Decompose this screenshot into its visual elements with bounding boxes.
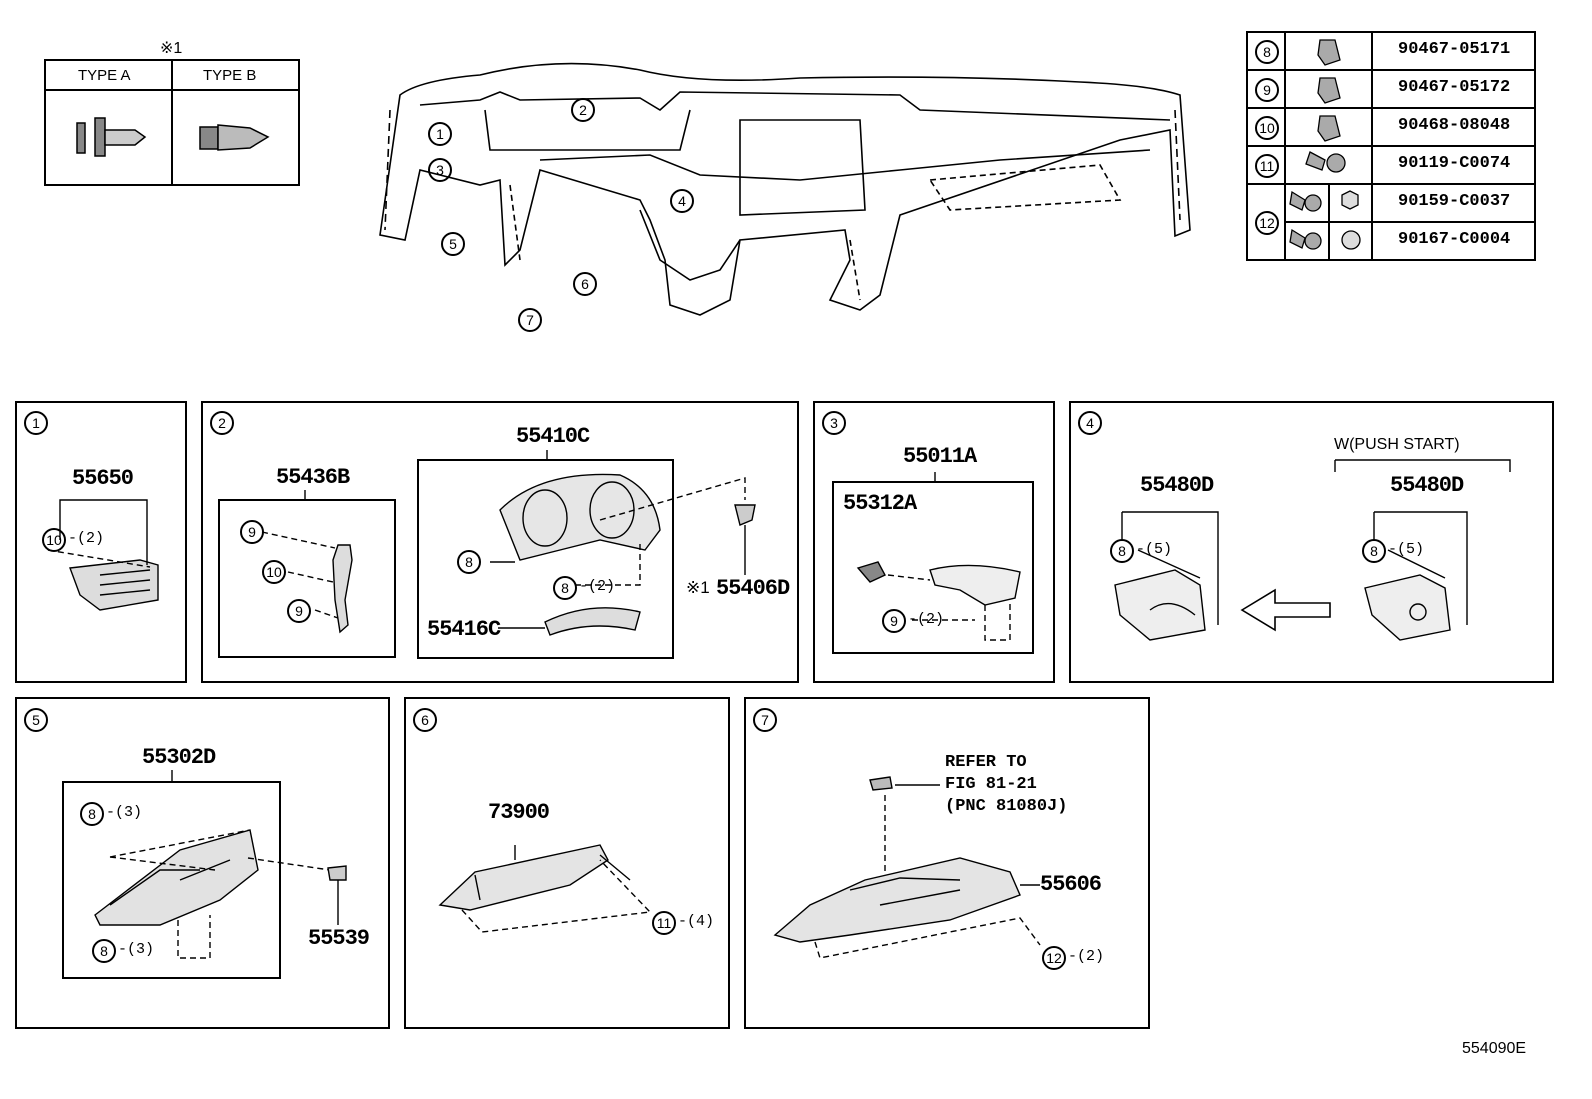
callout-8a: 8 [80,802,104,826]
part-55410C: 55410C [516,424,590,449]
dashboard-overview [379,62,1191,316]
fastener-ref-12: 12 [1255,211,1279,235]
refer-line-1: REFER TO [945,753,1027,772]
panel-3-number: 3 [822,411,846,435]
qty-12: -(2) [1068,948,1105,965]
overview-ref-4: 4 [670,189,694,213]
callout-9b: 9 [287,599,311,623]
fastener-part-4: 90119-C0074 [1398,154,1511,173]
overview-ref-5: 5 [441,232,465,256]
panel-5-number: 5 [24,708,48,732]
callout-9: 9 [882,609,906,633]
fastener-part-3: 90468-08048 [1398,116,1511,135]
fastener-ref-11: 11 [1255,154,1279,178]
callout-12: 12 [1042,946,1066,970]
fastener-part-2: 90467-05172 [1398,78,1511,97]
qty-10: -(2) [68,530,105,547]
part-55606: 55606 [1040,872,1102,897]
fastener-ref-9: 9 [1255,78,1279,102]
qty-8a: -(5) [1136,541,1173,558]
callout-10: 10 [262,560,286,584]
part-55480D-right: 55480D [1390,473,1464,498]
part-55011A: 55011A [903,444,977,469]
refer-line-3: (PNC 81080J) [945,797,1068,816]
fastener-ref-8: 8 [1255,40,1279,64]
qty-8b: -(3) [118,941,155,958]
overview-ref-7: 7 [518,308,542,332]
push-start-note: W(PUSH START) [1334,436,1460,453]
part-55416C: 55416C [427,617,501,642]
diagram-code: 554090E [1462,1040,1527,1057]
fastener-icons [1289,39,1361,250]
fastener-ref-10: 10 [1255,116,1279,140]
overview-ref-1: 1 [428,122,452,146]
part-55302D: 55302D [142,745,216,770]
callout-8b: 8 [553,576,577,600]
clip-type-marker: ※1 [160,40,183,57]
panel-2-number: 2 [210,411,234,435]
qty-9: -(2) [908,611,945,628]
panel-1-number: 1 [24,411,48,435]
fastener-part-6: 90167-C0004 [1398,230,1511,249]
overview-ref-2: 2 [571,98,595,122]
overview-ref-6: 6 [573,272,597,296]
panel-2-frame [201,401,799,683]
panel-4-frame [1069,401,1554,683]
clip-mark: ※1 [686,578,710,597]
type-b-header: TYPE B [203,67,257,84]
panel-6-number: 6 [413,708,437,732]
callout-8a: 8 [1110,539,1134,563]
callout-10: 10 [42,528,66,552]
qty-8a: -(3) [106,804,143,821]
callout-8b: 8 [1362,539,1386,563]
refer-line-2: FIG 81-21 [945,775,1037,794]
panel-5-frame [15,697,390,1029]
callout-8a: 8 [457,550,481,574]
part-55480D-left: 55480D [1140,473,1214,498]
part-55539: 55539 [308,926,370,951]
type-a-header: TYPE A [78,67,131,84]
qty-8b: -(2) [579,578,616,595]
callout-11: 11 [652,911,676,935]
fastener-part-5: 90159-C0037 [1398,192,1511,211]
panel-3-frame [813,401,1055,683]
panel-7-number: 7 [753,708,777,732]
panel-4-number: 4 [1078,411,1102,435]
callout-9a: 9 [240,520,264,544]
overview-ref-3: 3 [428,158,452,182]
panel-7-frame [744,697,1150,1029]
part-55406D: 55406D [716,576,790,601]
callout-8b: 8 [92,939,116,963]
part-55312A: 55312A [843,491,917,516]
part-55436B: 55436B [276,465,350,490]
qty-8b: -(5) [1388,541,1425,558]
panel-6-frame [404,697,730,1029]
panel-1-frame [15,401,187,683]
fastener-part-1: 90467-05171 [1398,40,1511,59]
part-73900: 73900 [488,800,550,825]
part-55650: 55650 [72,466,134,491]
qty-11: -(4) [678,913,715,930]
